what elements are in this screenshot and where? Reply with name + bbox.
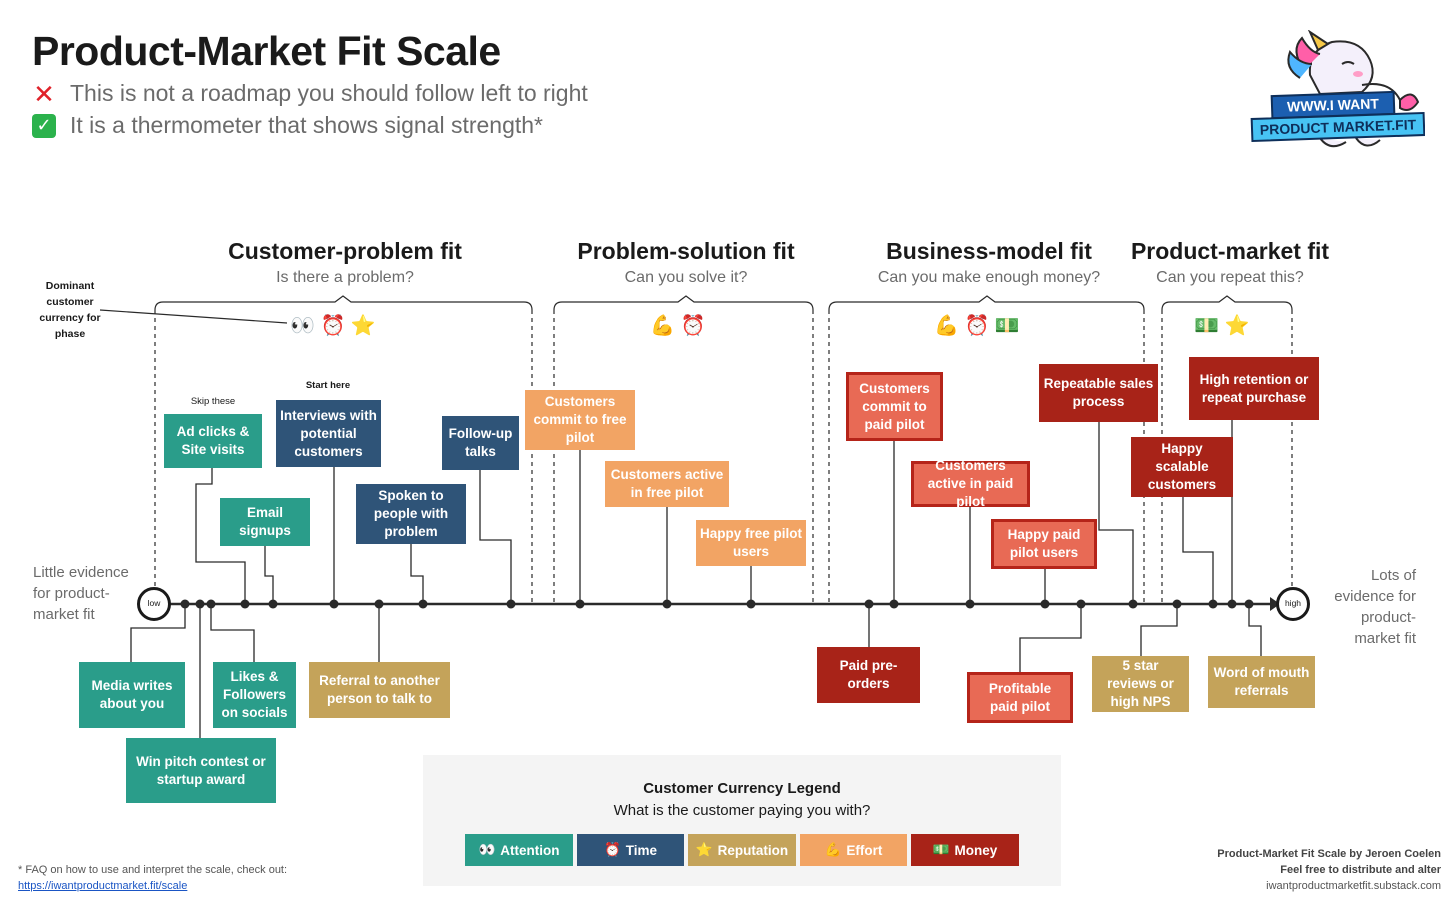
phase-question: Can you make enough money?: [877, 269, 1101, 286]
start-here-note: Start here: [305, 380, 351, 391]
unicorn-icon: [1250, 30, 1425, 148]
subtitle-not-roadmap: ✕ This is not a roadmap you should follo…: [32, 80, 588, 107]
flexed-biceps-icon: 💪: [824, 842, 842, 857]
check-mark-icon: ✓: [32, 113, 56, 138]
scale-high-label: high: [1284, 598, 1302, 608]
dominant-currency-note: Dominant customer currency for phase: [39, 280, 101, 340]
phase-title-problem-solution: Problem-solution fit: [577, 238, 795, 264]
skip-these-note: Skip these: [190, 396, 236, 407]
faq-link[interactable]: https://iwantproductmarket.fit/scale: [18, 880, 188, 892]
star-icon: ⭐: [695, 842, 713, 857]
phase-title-product-market: Product-market fit: [1130, 238, 1330, 264]
subtitle-text: This is not a roadmap you should follow …: [70, 80, 588, 106]
milestone-ad-clicks: Ad clicks & Site visits: [164, 414, 262, 468]
milestone-commit-paid-pilot: Customers commit to paid pilot: [846, 372, 943, 441]
eyes-icon: 👀: [478, 842, 496, 857]
phase-title-business-model: Business-model fit: [886, 238, 1092, 264]
credit-license: Feel free to distribute and alter: [1280, 864, 1441, 876]
milestone-happy-free-pilot: Happy free pilot users: [696, 520, 806, 566]
page-title: Product-Market Fit Scale: [32, 28, 501, 74]
credit-url: iwantproductmarketfit.substack.com: [1266, 880, 1441, 892]
credit-author: Product-Market Fit Scale by Jeroen Coele…: [1217, 848, 1441, 860]
scale-right-label: Lots of evidence for product-market fit: [1334, 567, 1416, 647]
milestone-five-star-reviews: 5 star reviews or high NPS: [1092, 656, 1189, 712]
phase-question: Can you solve it?: [624, 269, 748, 286]
phase-currency-icons: 💪 ⏰: [650, 315, 706, 337]
phase-currency-icons: 💪 ⏰ 💵: [934, 315, 1020, 337]
milestone-active-paid-pilot: Customers active in paid pilot: [911, 458, 1030, 509]
legend-chip-money: 💵 Money: [911, 834, 1019, 866]
milestone-repeatable-sales: Repeatable sales process: [1039, 364, 1158, 422]
alarm-clock-icon: ⏰: [603, 842, 621, 857]
subtitle-thermometer: ✓ It is a thermometer that shows signal …: [32, 112, 543, 139]
faq-note: * FAQ on how to use and interpret the sc…: [18, 864, 288, 876]
currency-legend: [423, 755, 1061, 886]
milestone-paid-preorders: Paid pre-orders: [817, 647, 920, 703]
money-icon: 💵: [932, 842, 950, 857]
legend-chip-reputation: ⭐ Reputation: [688, 834, 796, 866]
legend-chip-label: Reputation: [717, 842, 789, 858]
milestone-happy-scalable: Happy scalable customers: [1131, 437, 1233, 497]
subtitle-text: It is a thermometer that shows signal st…: [70, 112, 543, 138]
milestone-commit-free-pilot: Customers commit to free pilot: [525, 390, 635, 450]
milestone-profitable-paid-pilot: Profitable paid pilot: [967, 672, 1073, 723]
phase-title-customer-problem: Customer-problem fit: [228, 238, 462, 264]
brand-logo[interactable]: WWW.I WANT PRODUCT MARKET.FIT: [1250, 30, 1425, 155]
legend-title: Customer Currency Legend: [643, 780, 841, 797]
milestone-word-of-mouth: Word of mouth referrals: [1208, 656, 1315, 708]
legend-subtitle: What is the customer paying you with?: [613, 802, 871, 819]
legend-chip-label: Attention: [500, 842, 560, 858]
milestone-happy-paid-pilot: Happy paid pilot users: [991, 519, 1097, 569]
milestone-follow-up-talks: Follow-up talks: [442, 416, 519, 470]
milestone-interviews: Interviews with potential customers: [276, 400, 381, 467]
milestone-likes-followers: Likes & Followers on socials: [213, 662, 296, 728]
legend-chip-attention: 👀 Attention: [465, 834, 573, 866]
legend-chip-time: ⏰ Time: [577, 834, 684, 866]
milestone-high-retention: High retention or repeat purchase: [1189, 357, 1319, 420]
legend-chip-label: Time: [625, 842, 658, 858]
scale-left-label: Little evidence for product-market fit: [33, 564, 129, 623]
scale-low-label: low: [147, 598, 161, 608]
phase-question: Can you repeat this?: [1156, 269, 1304, 286]
legend-chip-effort: 💪 Effort: [800, 834, 907, 866]
legend-chip-label: Effort: [846, 842, 883, 858]
milestone-spoken-to-people: Spoken to people with problem: [356, 484, 466, 544]
legend-chip-label: Money: [954, 842, 998, 858]
milestone-email-signups: Email signups: [220, 498, 310, 546]
milestone-active-free-pilot: Customers active in free pilot: [605, 461, 729, 507]
phase-currency-icons: 👀 ⏰ ⭐: [290, 315, 376, 337]
phase-question: Is there a problem?: [276, 269, 414, 286]
milestone-media-writes: Media writes about you: [79, 662, 185, 728]
milestone-pitch-contest: Win pitch contest or startup award: [126, 738, 276, 803]
phase-currency-icons: 💵 ⭐: [1194, 315, 1250, 337]
milestone-referral: Referral to another person to talk to: [309, 662, 450, 718]
cross-mark-icon: ✕: [33, 78, 55, 109]
